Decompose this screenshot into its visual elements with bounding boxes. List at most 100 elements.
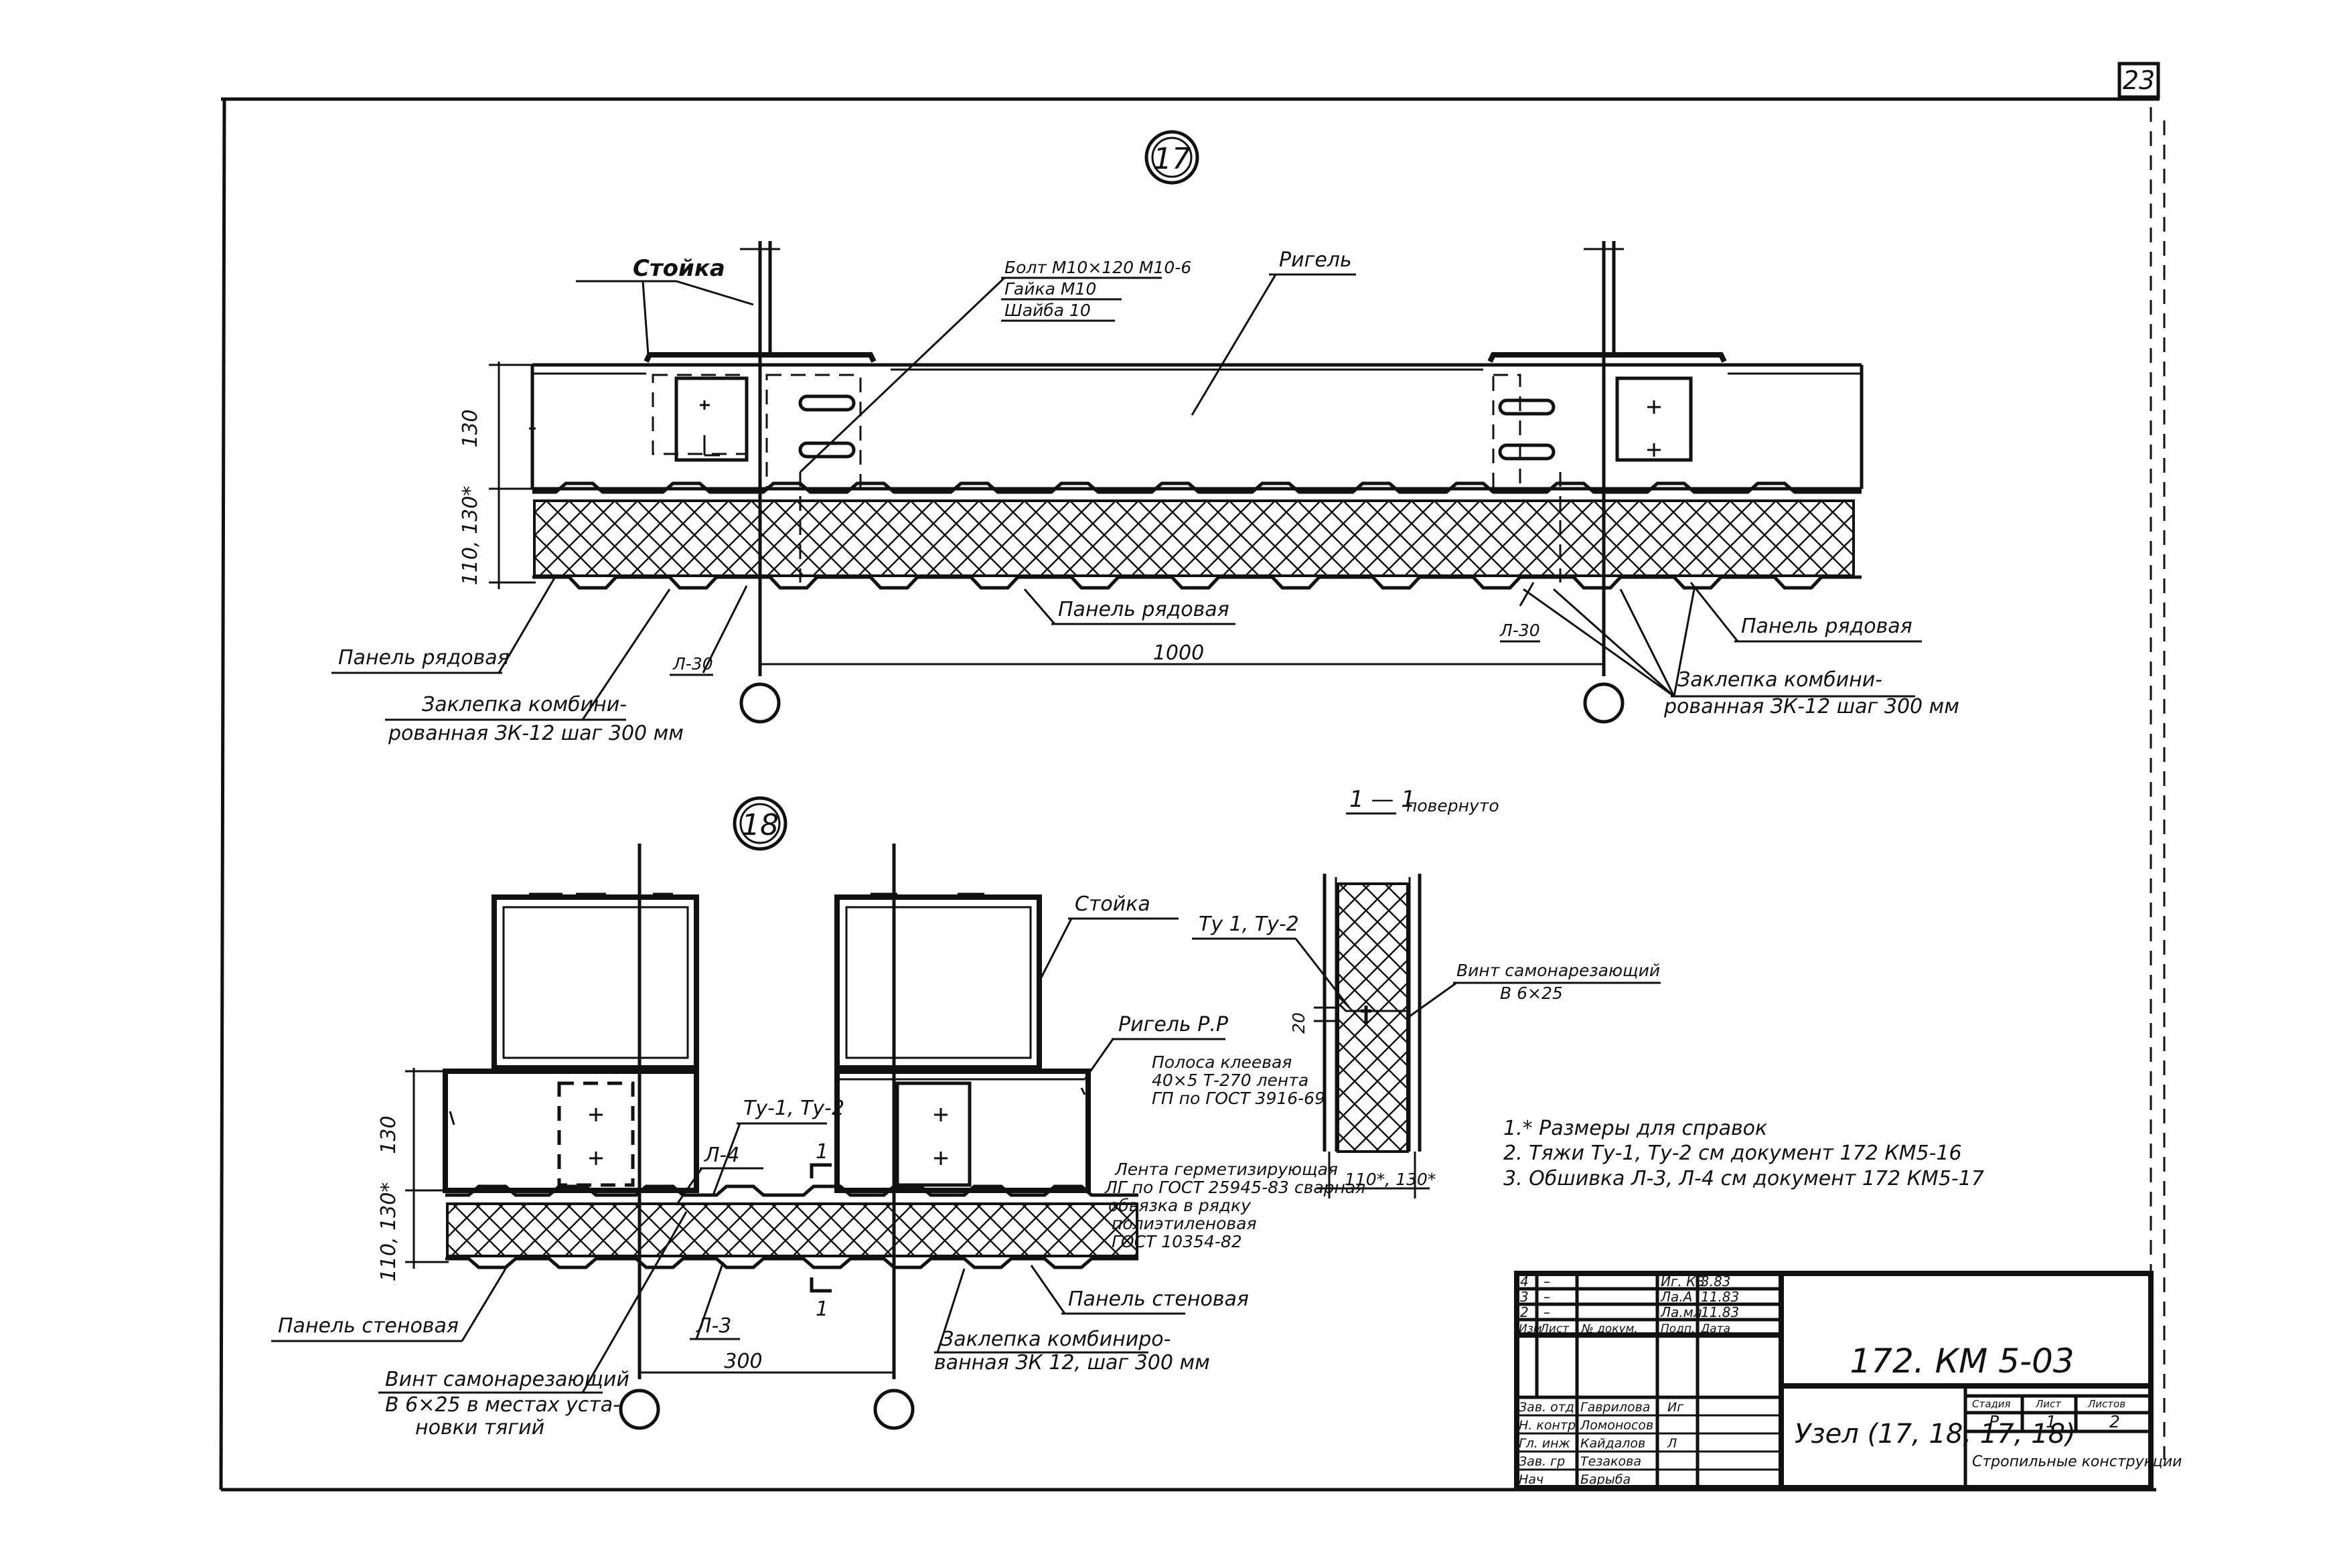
bolt-line-1: Болт М10×120 М10-6 [1004, 258, 1191, 277]
sheet-number: 23 [2123, 66, 2155, 95]
signature-rows: Зав. отд Гаврилова Иг Н. контр Ломоносов… [1519, 1400, 1684, 1487]
axis-bubble-right [1583, 682, 1625, 724]
screw-line-3: новки тягий [415, 1416, 544, 1439]
notes: 1.* Размеры для справок 2. Тяжи Ту-1, Ту… [1503, 1117, 1984, 1190]
dim-110-17: 110, 130* [459, 486, 482, 586]
sheet-value: 1 [2046, 1412, 2056, 1431]
detail-18: 18 [271, 796, 1365, 1439]
post-label-18: Стойка [1075, 892, 1150, 916]
bolt-line-3: Шайба 10 [1004, 301, 1091, 320]
tape-line-4: полиэтиленовая [1112, 1214, 1257, 1233]
rev-cell: 11.83 [1701, 1304, 1739, 1320]
section-dim-bottom: 110*, 130* [1345, 1170, 1436, 1189]
detail-17: 17 [331, 130, 1959, 745]
gasket-line-3: ГП по ГОСТ 3916-69 [1152, 1089, 1325, 1108]
name-cell: Гаврилова [1580, 1400, 1650, 1415]
screw-callout-18: Винт самонарезающий В 6×25 в местах уста… [378, 1211, 688, 1439]
screw-line-1: Винт самонарезающий [385, 1368, 629, 1391]
section-screw-line-2: В 6×25 [1500, 984, 1563, 1003]
wall-panel-17 [532, 472, 1862, 590]
screw-line-2: В 6×25 в местах уста- [385, 1393, 620, 1417]
section-gasket-callout: Полоса клеевая 40×5 Т-270 лента ГП по ГО… [1152, 1052, 1325, 1108]
rivet-left-line-2: рованная ЗК-12 шаг 300 мм [388, 722, 684, 745]
rev-cell: – [1544, 1289, 1550, 1305]
role-cell: Гл. инж [1519, 1436, 1570, 1451]
rev-header: Подп. [1661, 1322, 1695, 1336]
gasket-line-2: 40×5 Т-270 лента [1152, 1071, 1308, 1090]
section-screw-callout: Винт самонарезающий В 6×25 [1409, 961, 1661, 1018]
detail-17-marker: 17 [1144, 130, 1199, 185]
note-2: 2. Тяжи Ту-1, Ту-2 см документ 172 КМ5-1… [1503, 1142, 1962, 1165]
sheets-header: Листов [2087, 1398, 2125, 1410]
rivet-right-line-2: рованная ЗК-12 шаг 300 мм [1663, 695, 1959, 718]
l4-label: Л-4 [704, 1144, 739, 1167]
section-dim-20: 20 [1289, 1012, 1308, 1034]
rev-cell: 3 [1520, 1289, 1529, 1305]
panel-corner-label: Панель стеновая [1068, 1287, 1249, 1311]
cut-mark-18: 1 1 [810, 1140, 832, 1321]
rivet-callout-left: Заклепка комбини- рованная ЗК-12 шаг 300… [385, 589, 684, 745]
tape-callout: Лента герметизирующая ЛГ по ГОСТ 25945-8… [1104, 1160, 1365, 1251]
cut-label-top: 1 [816, 1140, 828, 1164]
post-18-left [492, 892, 699, 1071]
post-label-17: Стойка [633, 255, 725, 282]
panel-left-label: Панель рядовая [338, 646, 510, 670]
signature-cell: Иг [1667, 1400, 1684, 1415]
sheets-value: 2 [2109, 1412, 2120, 1431]
name-cell: Тезакова [1580, 1454, 1641, 1469]
rev-cell: Иг. КВ [1661, 1273, 1705, 1289]
rivet-18-line-2: ванная ЗК 12, шаг 300 мм [934, 1351, 1210, 1375]
rivet-callout-right: Заклепка комбини- рованная ЗК-12 шаг 300… [1523, 588, 1959, 718]
revision-rows: 4 – Иг. КВ 3.83 3 – Ла.А 11.83 2 – Ла.мл… [1519, 1273, 1739, 1336]
section-tu-label: Ту 1, Ту-2 [1199, 913, 1299, 936]
rev-cell: Ла.А [1660, 1289, 1692, 1305]
rev-cell: 2 [1520, 1304, 1529, 1320]
role-cell: Н. контр [1519, 1418, 1576, 1433]
panel-center-label: Панель рядовая [1058, 598, 1229, 621]
bolt-line-2: Гайка М10 [1004, 279, 1096, 299]
girt-label-17: Ригель [1279, 248, 1352, 272]
bolt-callout: Болт М10×120 М10-6 Гайка М10 Шайба 10 [799, 258, 1191, 473]
title-block: 4 – Иг. КВ 3.83 3 – Ла.А 11.83 2 – Ла.мл… [1514, 1271, 2182, 1490]
girt-17 [529, 363, 1864, 491]
rivet-18-line-1: Заклепка комбиниро- [941, 1328, 1171, 1351]
tape-line-1: Лента герметизирующая [1114, 1160, 1338, 1179]
dim-110-18: 110, 130* [377, 1182, 400, 1282]
detail-18-marker: 18 [733, 796, 787, 851]
axis-18-bubble-left [619, 1389, 660, 1430]
tape-line-5: ГОСТ 10354-82 [1112, 1232, 1242, 1251]
name-cell: Барыба [1580, 1472, 1631, 1487]
tape-line-3: обвязка в рядку [1108, 1196, 1252, 1215]
role-cell: Зав. отд [1519, 1400, 1574, 1415]
name-cell: Кайдалов [1580, 1436, 1645, 1451]
section-1-1: 1 — 1 повернуто 110*, 130* 20 Ту 1, Ту-2… [1152, 786, 1661, 1198]
rev-cell: 4 [1520, 1273, 1529, 1289]
rivet-left-line-1: Заклепка комбини- [422, 693, 627, 716]
panel-wall-label: Панель стеновая [278, 1314, 459, 1338]
document-code: 172. КМ 5-03 [1850, 1342, 2074, 1381]
rev-header: Дата [1700, 1322, 1730, 1336]
rev-cell: 11.83 [1701, 1289, 1739, 1305]
signature-cell: Л [1667, 1436, 1677, 1451]
post-18-right [834, 892, 1042, 1071]
axis-18-bubble-right [873, 1389, 915, 1430]
detail-17-dimensions: 130 110, 130* 1000 [459, 362, 1604, 665]
rev-cell: 3.83 [1701, 1273, 1731, 1289]
tu-label-18: Ту-1, Ту-2 [743, 1097, 844, 1120]
detail-17-number: 17 [1153, 142, 1191, 176]
detail-18-dimensions: 130 110, 130* 300 [377, 1068, 894, 1374]
girt-18 [443, 1069, 1091, 1193]
stage-header: Стадия [1972, 1398, 2011, 1410]
name-cell: Ломоносов [1580, 1418, 1653, 1433]
drawing-title: Узел (17, 18, 17, 18) [1795, 1419, 2076, 1449]
rivet-right-line-1: Заклепка комбини- [1677, 668, 1882, 692]
rev-cell: – [1544, 1304, 1550, 1320]
section-title-suffix: повернуто [1406, 796, 1499, 815]
right-post-cap [1487, 352, 1727, 363]
rev-header: № докум. [1581, 1322, 1638, 1336]
sheet-number-box: 23 [2117, 62, 2160, 99]
panel-right-label: Панель рядовая [1741, 615, 1912, 638]
note-3: 3. Обшивка Л-3, Л-4 см документ 172 КМ5-… [1503, 1167, 1984, 1190]
cut-label-bottom: 1 [816, 1298, 828, 1321]
stage-value: Р [1989, 1412, 2000, 1431]
